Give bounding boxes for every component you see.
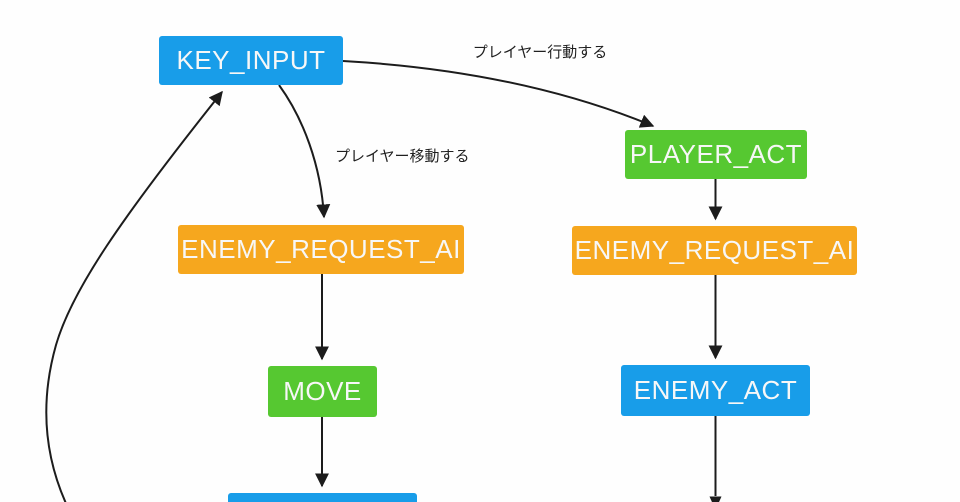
arrowhead-clipped-icon	[709, 496, 722, 502]
node-move: MOVE	[268, 366, 377, 417]
node-bottom-clipped	[228, 493, 417, 502]
node-key-input: KEY_INPUT	[159, 36, 343, 85]
edge-return-keyinput	[45, 90, 223, 502]
node-enemy-request-ai-left: ENEMY_REQUEST_AI	[178, 225, 464, 274]
edge-label-player-action: プレイヤー行動する	[472, 44, 608, 61]
edge-keyinput-enemyrequestai-left	[278, 84, 331, 219]
edge-label-player-move: プレイヤー移動する	[335, 148, 470, 165]
edge-keyinput-playeract	[342, 60, 655, 128]
node-enemy-request-ai-right: ENEMY_REQUEST_AI	[572, 226, 857, 275]
node-player-act: PLAYER_ACT	[625, 130, 807, 179]
node-enemy-act: ENEMY_ACT	[621, 365, 810, 416]
